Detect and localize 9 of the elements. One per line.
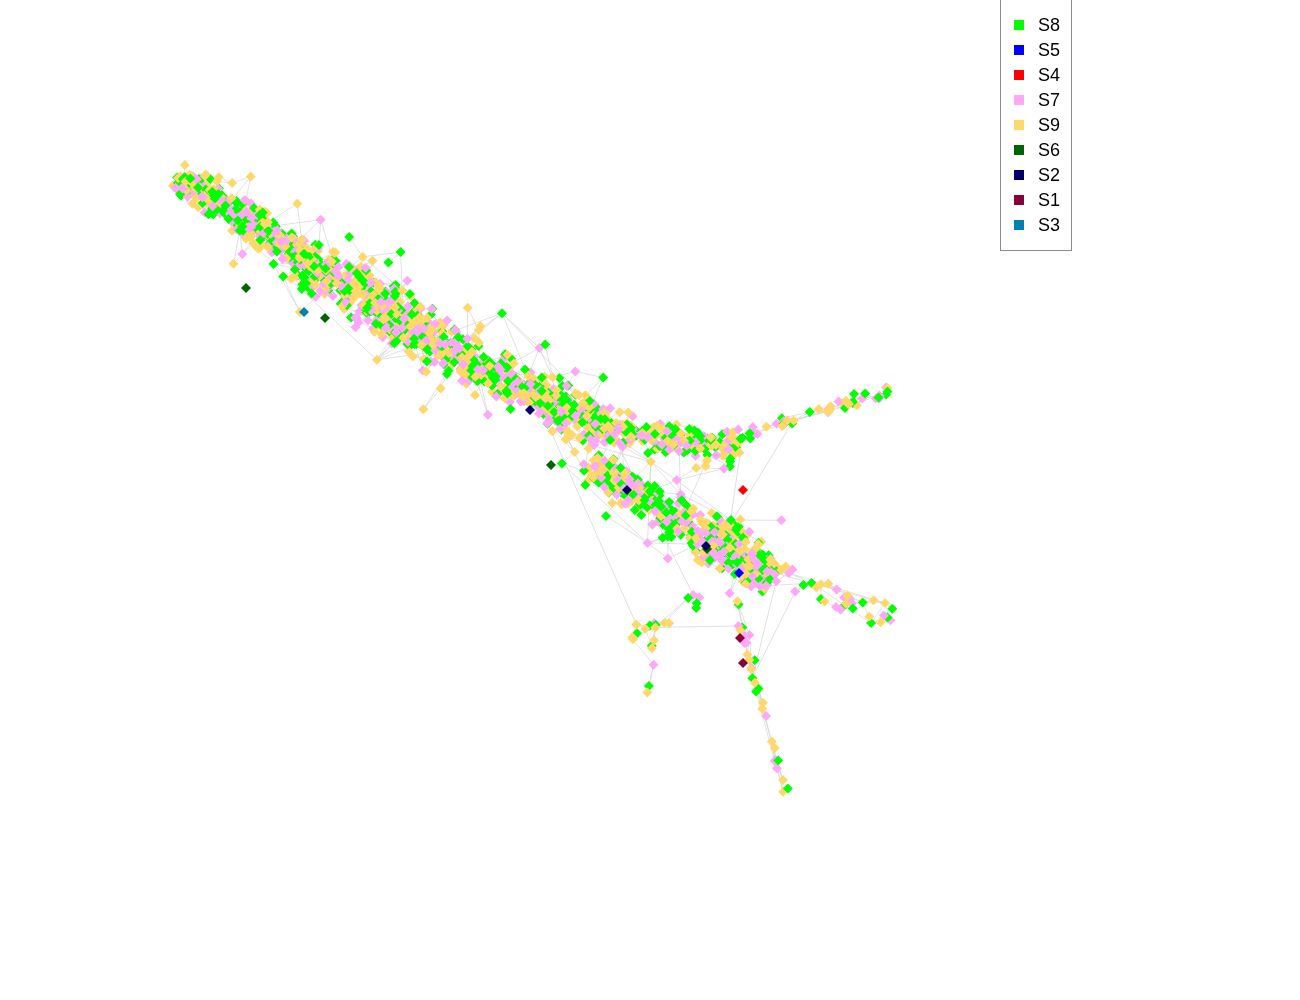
legend-label: S3 (1038, 214, 1061, 237)
legend-label: S9 (1038, 114, 1061, 137)
legend-label: S1 (1038, 189, 1061, 212)
legend-label: S4 (1038, 64, 1061, 87)
legend-label: S7 (1038, 89, 1061, 112)
legend-label: S5 (1038, 39, 1061, 62)
legend-label: S8 (1038, 14, 1061, 37)
legend-label: S2 (1038, 164, 1061, 187)
legend-label: S6 (1038, 139, 1061, 162)
